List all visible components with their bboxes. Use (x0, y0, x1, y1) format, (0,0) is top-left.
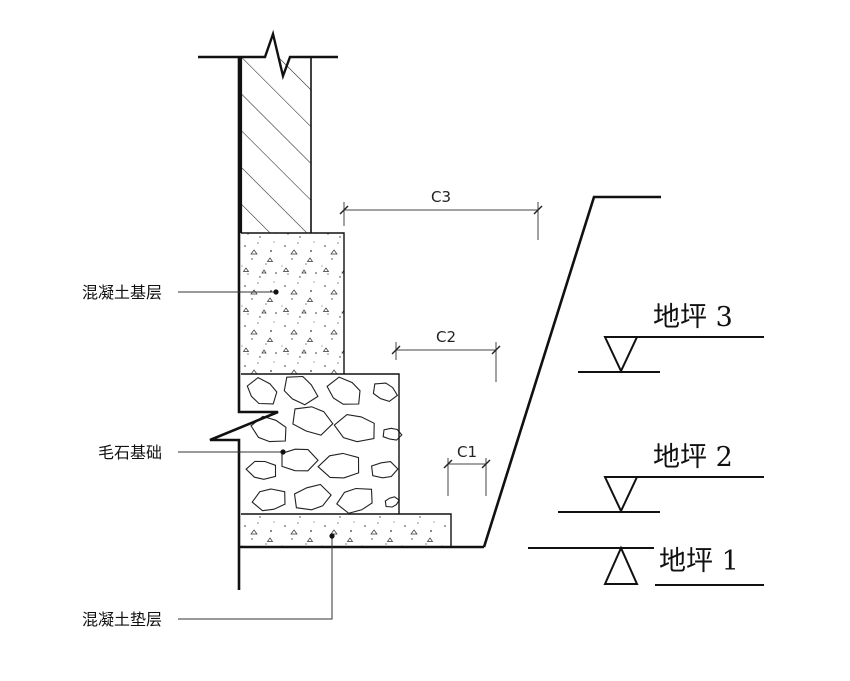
dimension-c1-label: C1 (457, 443, 477, 461)
label-concrete-cushion: 混凝土垫层 (82, 533, 335, 629)
level-1-label: 地坪 1 (659, 546, 739, 577)
rubble-foundation-label: 毛石基础 (98, 443, 162, 462)
rubble-stone (333, 414, 375, 443)
level-3-label: 地坪 3 (653, 302, 733, 333)
label-rubble-foundation: 毛石基础 (98, 443, 286, 462)
rubble-stone (372, 382, 399, 403)
dimension-c2-label: C2 (436, 328, 456, 346)
label-concrete-base: 混凝土基层 (82, 283, 279, 302)
concrete-cushion-label: 混凝土垫层 (82, 610, 162, 629)
concrete-base-label: 混凝土基层 (82, 283, 162, 302)
rubble-foundation (241, 373, 403, 514)
rubble-stone (292, 406, 334, 436)
dimension-c1: C1 (443, 443, 491, 496)
rubble-stone (281, 448, 319, 472)
level-marker-1: 地坪 1 (528, 545, 764, 586)
level-2-triangle-icon (603, 476, 639, 514)
dimension-c2: C2 (391, 328, 501, 382)
rubble-stone (283, 375, 319, 406)
rubble-stone (336, 487, 373, 514)
level-3-triangle-icon (603, 336, 639, 374)
rubble-stone (251, 488, 286, 512)
dimension-c3-label: C3 (431, 188, 451, 206)
dimension-c3: C3 (339, 188, 543, 240)
level-marker-2: 地坪 2 (558, 442, 764, 514)
level-2-label: 地坪 2 (653, 442, 733, 473)
level-1-triangle-icon (603, 545, 639, 585)
left-boundary-line (209, 57, 279, 590)
rubble-stone (317, 452, 360, 479)
rubble-stone (293, 483, 332, 511)
rubble-stone (370, 461, 399, 479)
brick-wall (198, 29, 338, 233)
rubble-stone (326, 376, 361, 405)
level-marker-3: 地坪 3 (578, 302, 764, 374)
slope-line (482, 195, 661, 548)
concrete-base-layer (241, 232, 345, 374)
concrete-cushion-layer (241, 513, 452, 547)
rubble-stone (384, 496, 400, 508)
wall-break-line (198, 29, 338, 81)
rubble-stone (245, 460, 277, 480)
rubble-stone (250, 415, 287, 443)
rubble-stone (246, 376, 278, 405)
